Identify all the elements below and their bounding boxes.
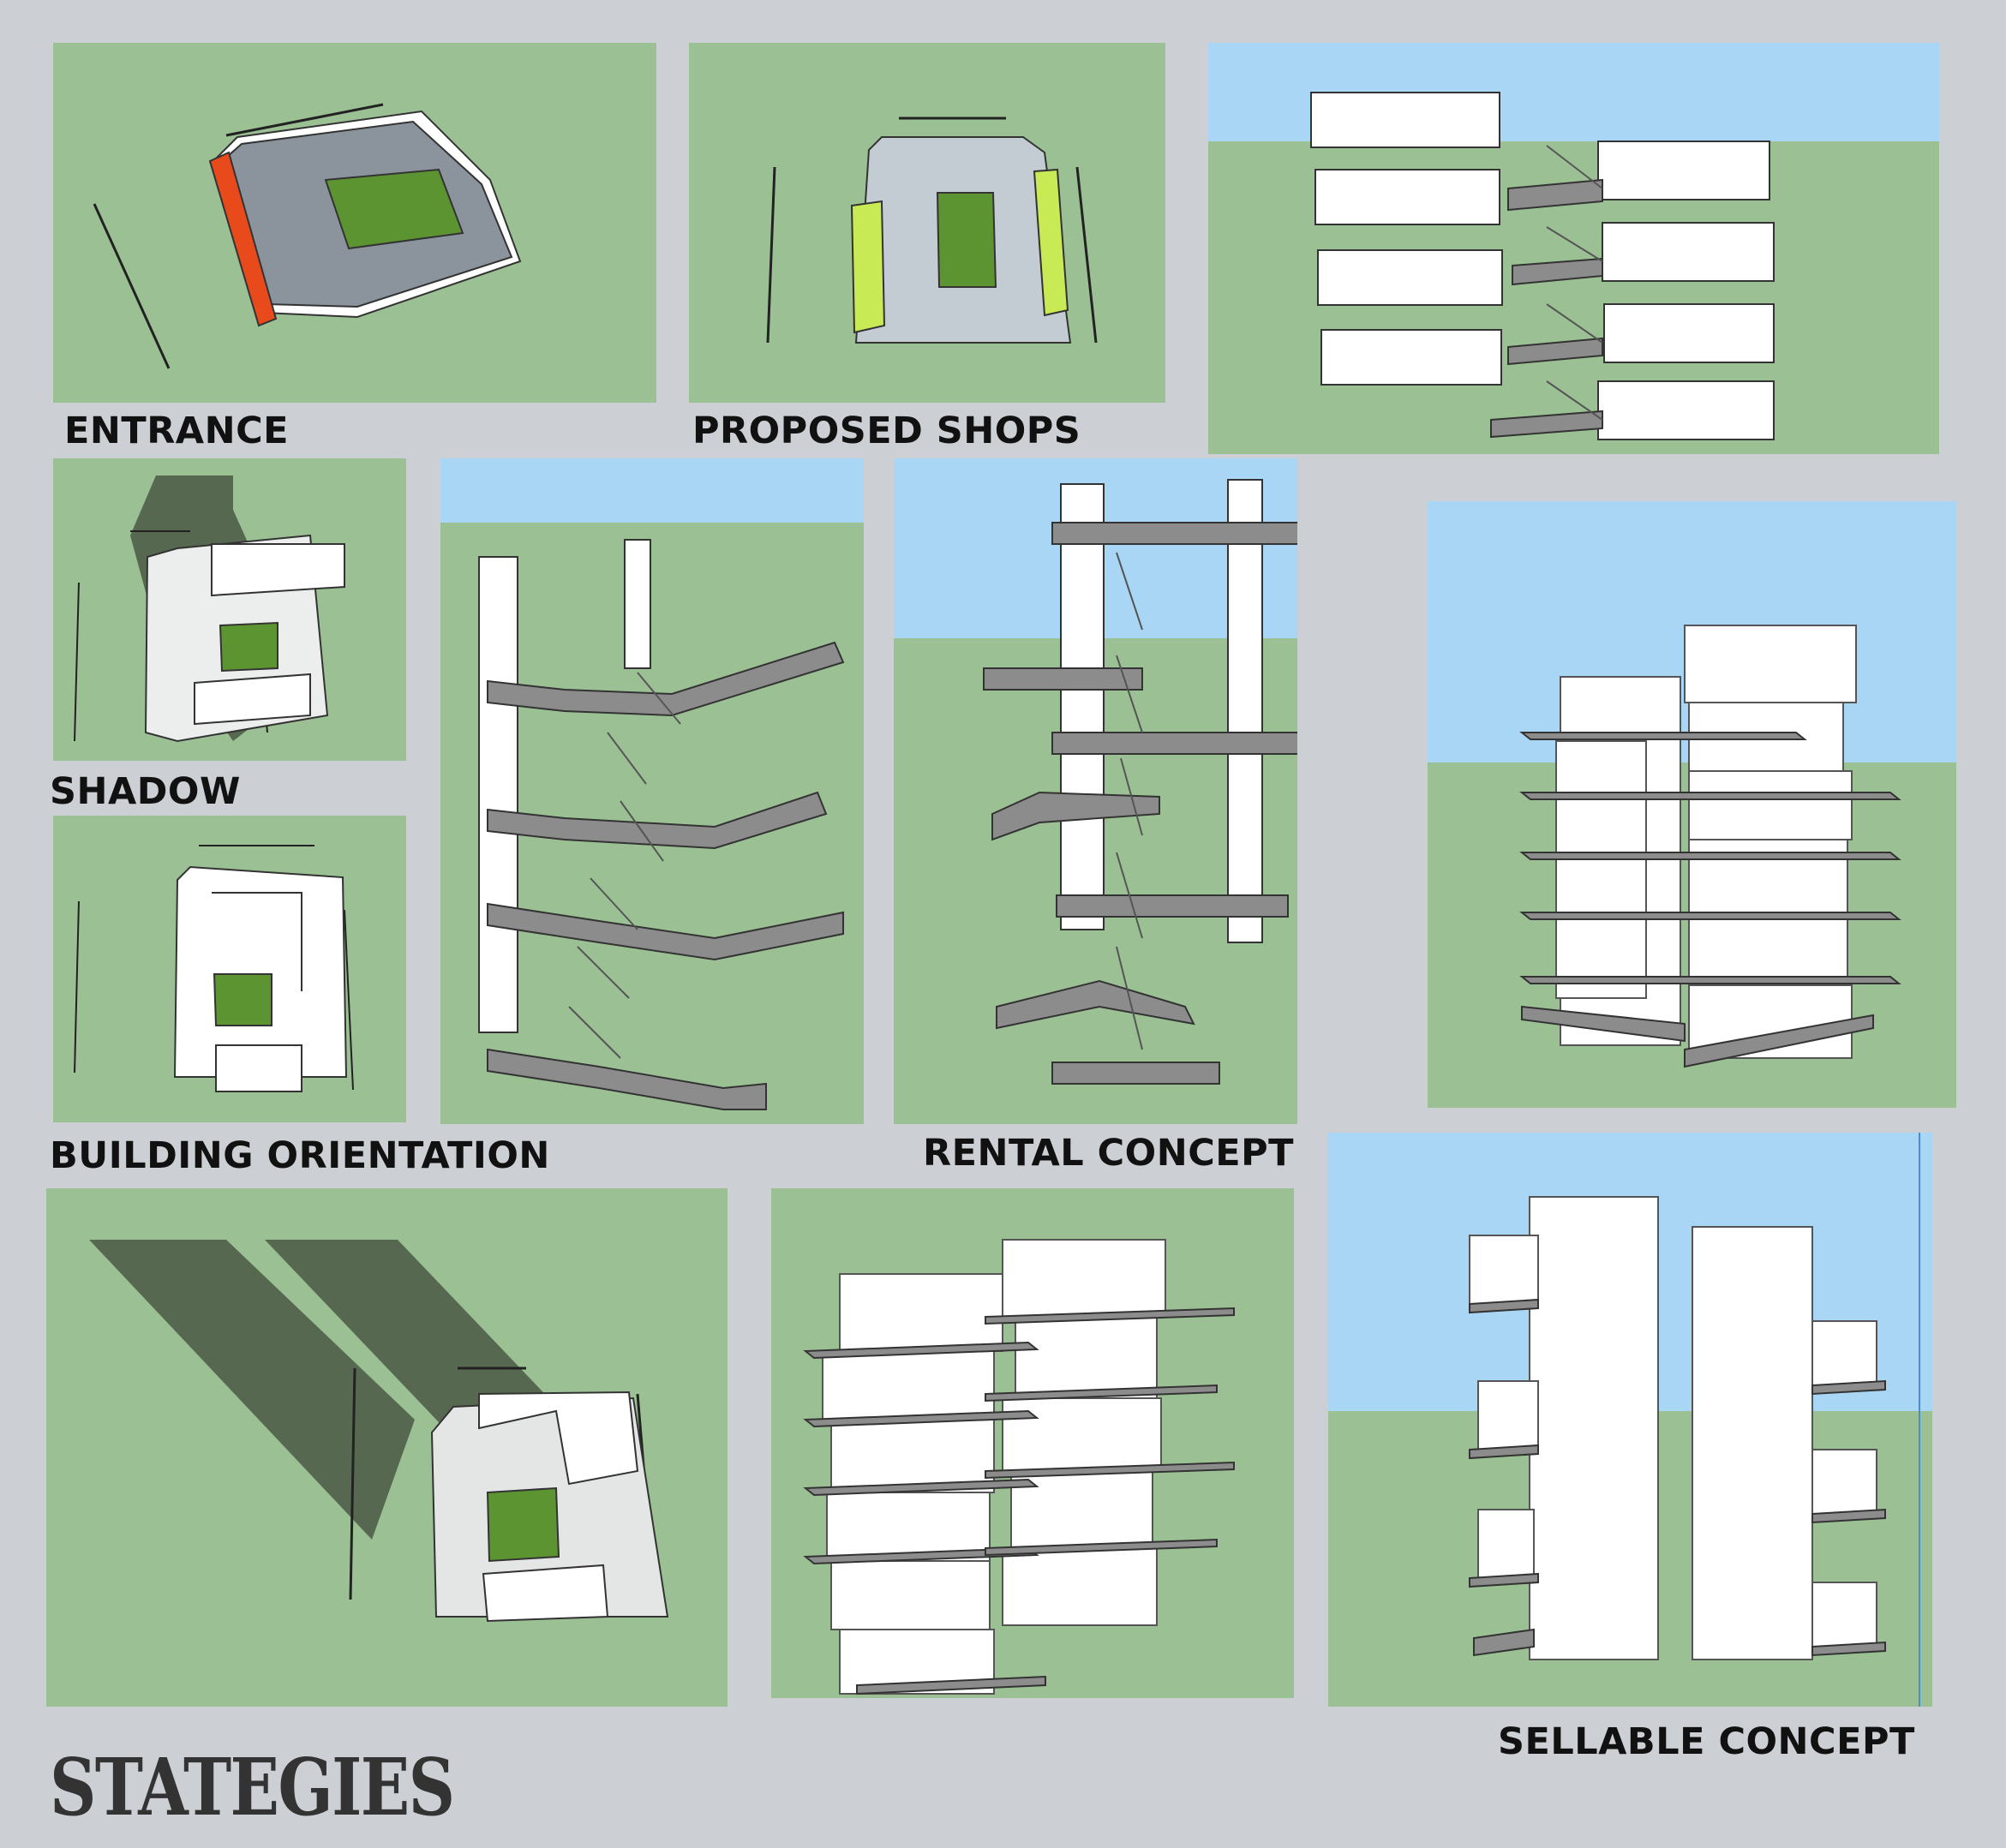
twin-tower-a-panel	[1428, 501, 1956, 1108]
page-title: STATEGIES	[50, 1748, 453, 1827]
rental-concept-label: RENTAL CONCEPT	[923, 1135, 1294, 1172]
shadow-label: SHADOW	[50, 774, 241, 810]
shadow-panel	[53, 458, 406, 761]
entrance-site-model	[53, 43, 656, 403]
twin-tower-c-panel	[1328, 1133, 1932, 1707]
proposed-shops-panel	[689, 43, 1165, 403]
building-orientation-label: BUILDING ORIENTATION	[50, 1138, 550, 1175]
twin-tower-b-panel	[771, 1188, 1294, 1698]
entrance-label: ENTRANCE	[64, 413, 289, 450]
orientation-panel	[53, 816, 406, 1122]
stacked-blocks-model	[1208, 43, 1939, 454]
twin-tower-a-model	[1428, 501, 1956, 1108]
shadow-study-panel	[46, 1188, 728, 1707]
orientation-site-model	[53, 816, 406, 1122]
entrance-panel	[53, 43, 656, 403]
proposed-shops-site-model	[689, 43, 1165, 403]
stacked-blocks-panel	[1208, 43, 1939, 454]
stair-tower-a-model	[440, 458, 864, 1124]
stair-tower-b-panel	[894, 458, 1297, 1124]
twin-tower-b-model	[771, 1188, 1294, 1698]
stair-tower-b-model	[894, 458, 1297, 1124]
stair-tower-a-panel	[440, 458, 864, 1124]
shadow-site-model	[53, 458, 406, 761]
shadow-study-model	[46, 1188, 728, 1707]
sellable-concept-label: SELLABLE CONCEPT	[1498, 1724, 1915, 1761]
proposed-shops-label: PROPOSED SHOPS	[692, 413, 1081, 450]
twin-tower-c-model	[1328, 1133, 1932, 1707]
